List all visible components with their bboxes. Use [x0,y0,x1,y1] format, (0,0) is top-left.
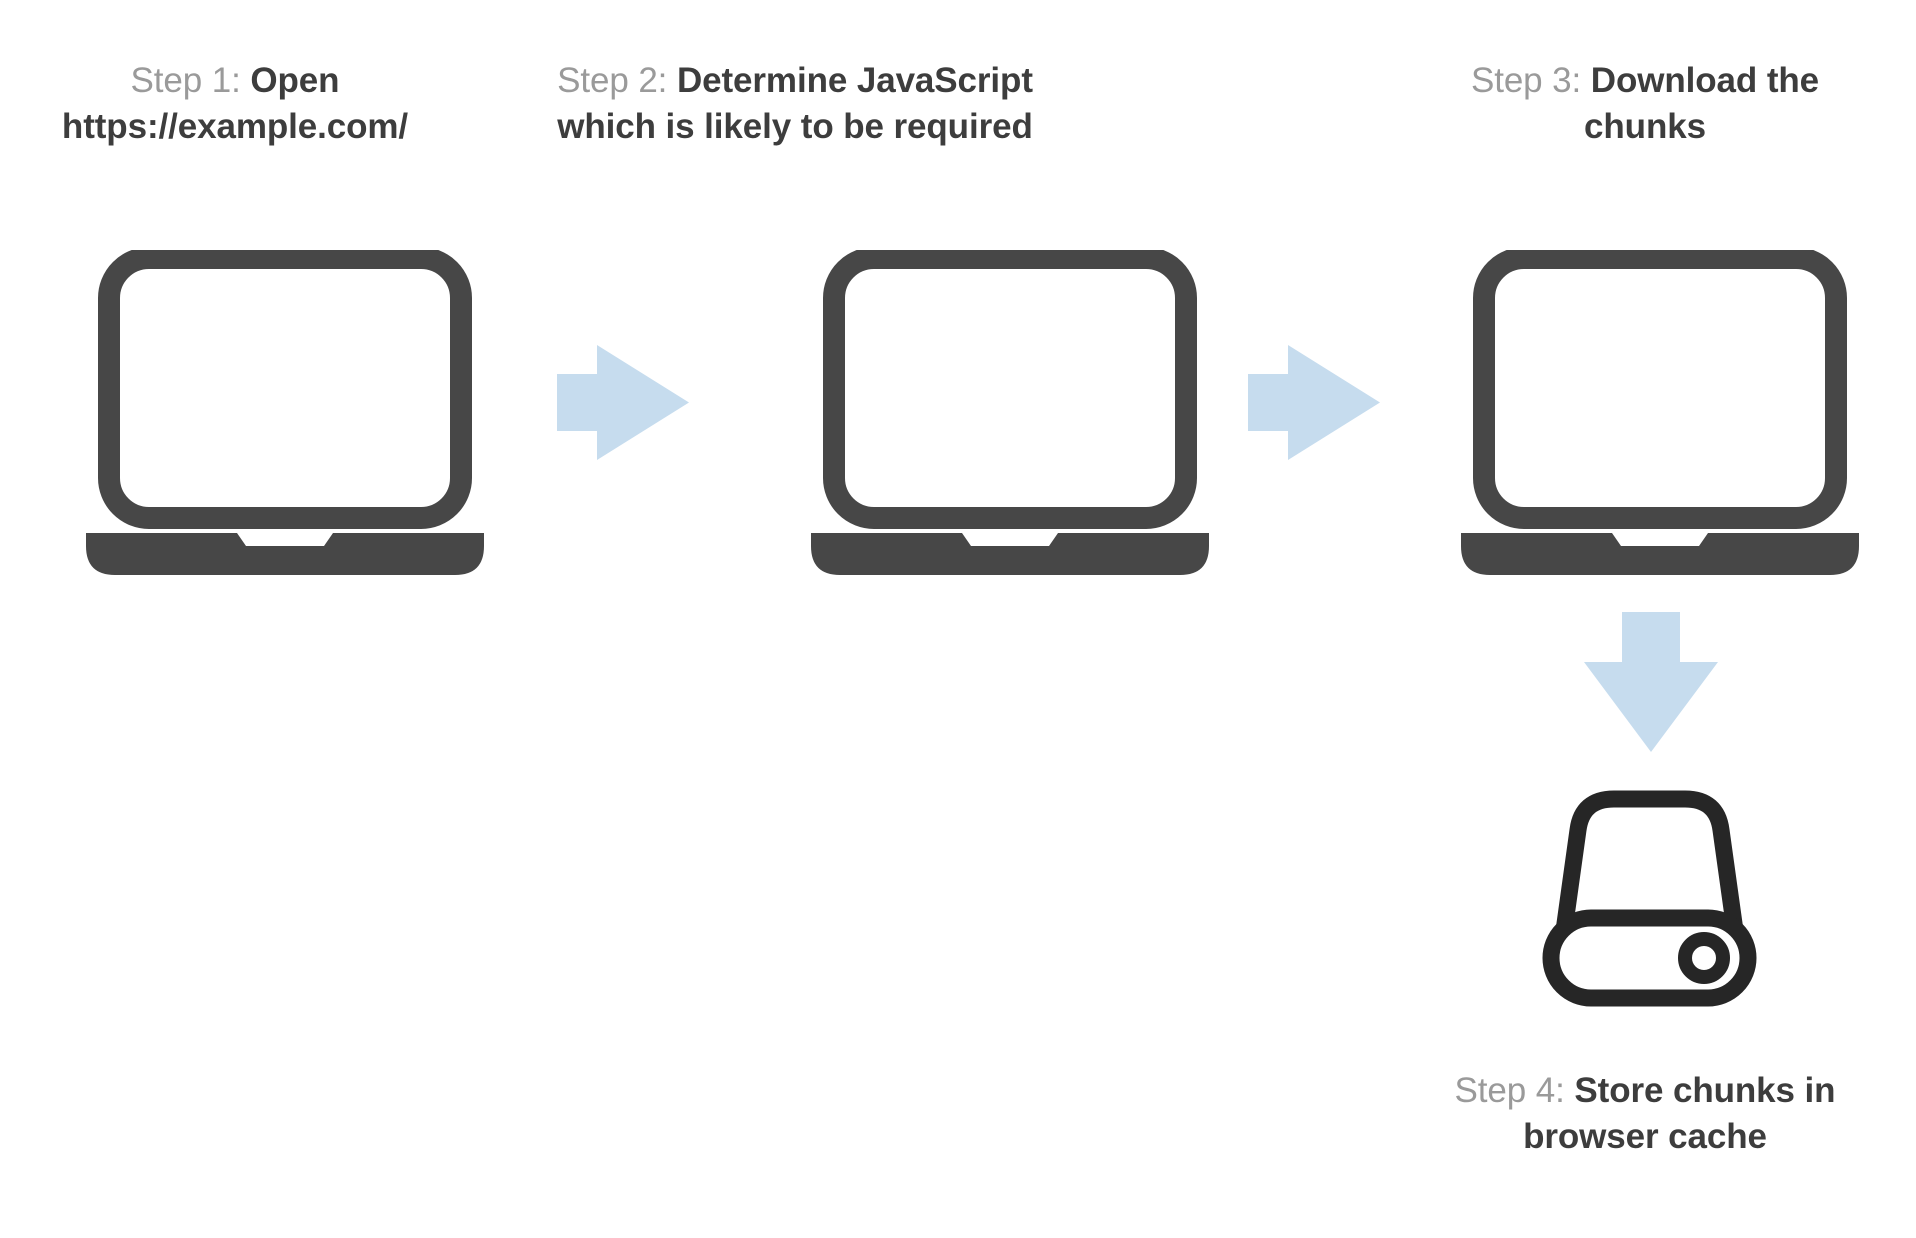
step-2-prefix: Step 2: [557,61,677,100]
step-1-prefix: Step 1: [130,61,251,100]
laptop-icon-step-1 [70,250,500,580]
step-3-prefix: Step 3: [1470,61,1591,100]
step-4-prefix: Step 4: [1454,1071,1575,1110]
step-4-caption: Step 4: Store chunks in browser cache [1425,1068,1865,1159]
step-1-caption: Step 1: Open https://example.com/ [30,58,440,149]
hard-drive-icon-step-4 [1532,785,1767,1010]
step-4-text: Store chunks in browser cache [1523,1071,1836,1156]
arrow-right-icon-1 [557,345,689,460]
step-3-caption: Step 3: Download the chunks [1425,58,1865,149]
arrow-down-icon-1 [1584,612,1718,752]
step-1-text: Open https://example.com/ [61,61,409,146]
step-2-caption: Step 2: Determine JavaScript which is li… [545,58,1045,149]
laptop-icon-step-2 [795,250,1225,580]
step-2-text: Determine JavaScript which is likely to … [557,61,1033,146]
arrow-right-icon-2 [1248,345,1380,460]
step-3-text: Download the chunks [1584,61,1820,146]
laptop-icon-step-3 [1445,250,1875,580]
